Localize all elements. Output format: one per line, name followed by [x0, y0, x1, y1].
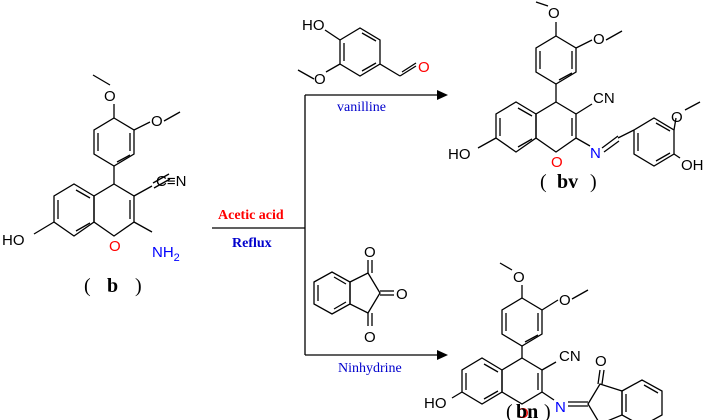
carbonyl-oxygen-label: O [396, 286, 408, 303]
nitrile-label: C≡N [156, 173, 186, 190]
compound-b-label: b [107, 275, 118, 297]
compound-b-structure: O O HO C≡N O NH2 [2, 74, 186, 264]
methoxy-oxygen-label: O [559, 292, 571, 309]
hydroxyl-label: OH [681, 157, 704, 174]
hydroxyl-label: HO [2, 232, 25, 249]
ring-oxygen-label: O [517, 405, 529, 420]
compound-bn-label-close: ) [544, 401, 551, 420]
carbonyl-oxygen-label: O [595, 353, 607, 370]
compound-bv-label-open: ( [540, 171, 547, 193]
compound-b-label-close: ) [135, 275, 142, 297]
imine-nitrogen-label: N [555, 399, 566, 416]
compound-bv-label-close: ) [590, 171, 597, 193]
compound-b-label-open: ( [84, 275, 91, 297]
arrowhead-bn [437, 350, 448, 360]
amine-label: NH2 [152, 244, 180, 264]
compound-bn-label-open: ( [506, 401, 513, 420]
methoxy-oxygen-label: O [548, 5, 560, 22]
hydroxyl-label: HO [302, 17, 325, 34]
product-bv-structure: O O HO O CN N O OH [448, 1, 704, 174]
carbonyl-oxygen-label: O [364, 244, 376, 261]
methoxy-oxygen-label: O [314, 71, 326, 88]
methoxy-oxygen-label: O [671, 109, 683, 126]
carbonyl-oxygen-label: O [364, 329, 376, 346]
nitrile-label: CN [559, 348, 581, 365]
reagent-ninhydrine-label: Ninhydrine [338, 361, 402, 376]
product-bn-structure: O O HO O CN N O [424, 262, 663, 420]
condition-acetic-acid: Acetic acid [218, 208, 284, 223]
hydroxyl-label: HO [448, 146, 471, 163]
methoxy-oxygen-label: O [104, 88, 116, 105]
imine-nitrogen-label: N [590, 145, 601, 162]
arrowhead-bv [437, 90, 448, 100]
ninhydrin-structure: O O O [313, 244, 408, 346]
methoxy-oxygen-label: O [513, 269, 525, 286]
vanillin-structure: HO O O [297, 17, 430, 88]
nitrile-label: CN [593, 90, 615, 107]
ring-oxygen-label: O [551, 154, 563, 171]
methoxy-oxygen-label: O [151, 113, 163, 130]
compound-bv-label: bv [557, 171, 578, 193]
ring-oxygen-label: O [109, 238, 121, 255]
compound-bn-label: bn [516, 401, 538, 420]
methoxy-oxygen-label: O [593, 31, 605, 48]
condition-reflux: Reflux [232, 236, 272, 251]
aldehyde-oxygen-label: O [418, 59, 430, 76]
reagent-vanilline-label: vanilline [337, 100, 386, 115]
hydroxyl-label: HO [424, 395, 447, 412]
